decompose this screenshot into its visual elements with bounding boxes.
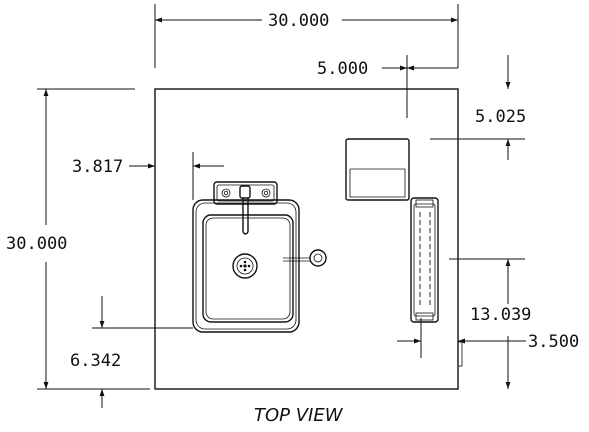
dim-sink-bottom-offset: 6.342: [70, 296, 193, 408]
dim-offset-top-right-label: 5.000: [317, 59, 368, 79]
dim-sink-bottom-offset-label: 6.342: [70, 351, 121, 371]
dim-side-unit-height-label: 13.039: [470, 305, 531, 325]
dim-overall-width: 30.000: [154, 4, 459, 68]
dim-overall-depth-label: 30.000: [6, 234, 67, 254]
drain-icon: [232, 253, 258, 279]
storage-box: [345, 138, 410, 201]
view-title: TOP VIEW: [254, 405, 344, 426]
dim-offset-right-top-label: 5.025: [475, 107, 526, 127]
faucet-spout: [239, 185, 251, 235]
dim-offset-right-top: 5.025: [430, 55, 526, 160]
side-unit: [410, 197, 463, 367]
dim-offset-top-right: 5.000: [317, 55, 458, 118]
overflow-fitting: [283, 249, 327, 267]
sink-assembly: [192, 181, 327, 333]
dim-side-unit-offset-label: 3.500: [528, 332, 579, 352]
counter-outline: [154, 88, 459, 390]
dim-overall-width-label: 30.000: [268, 11, 329, 31]
dim-sink-left-offset-label: 3.817: [72, 157, 123, 177]
dim-sink-left-offset: 3.817: [72, 152, 224, 200]
dim-side-unit-height: 13.039: [449, 258, 531, 389]
dim-side-unit-offset: 3.500: [397, 318, 579, 358]
faucet-deck: [213, 181, 278, 205]
dim-overall-depth: 30.000: [6, 88, 150, 390]
